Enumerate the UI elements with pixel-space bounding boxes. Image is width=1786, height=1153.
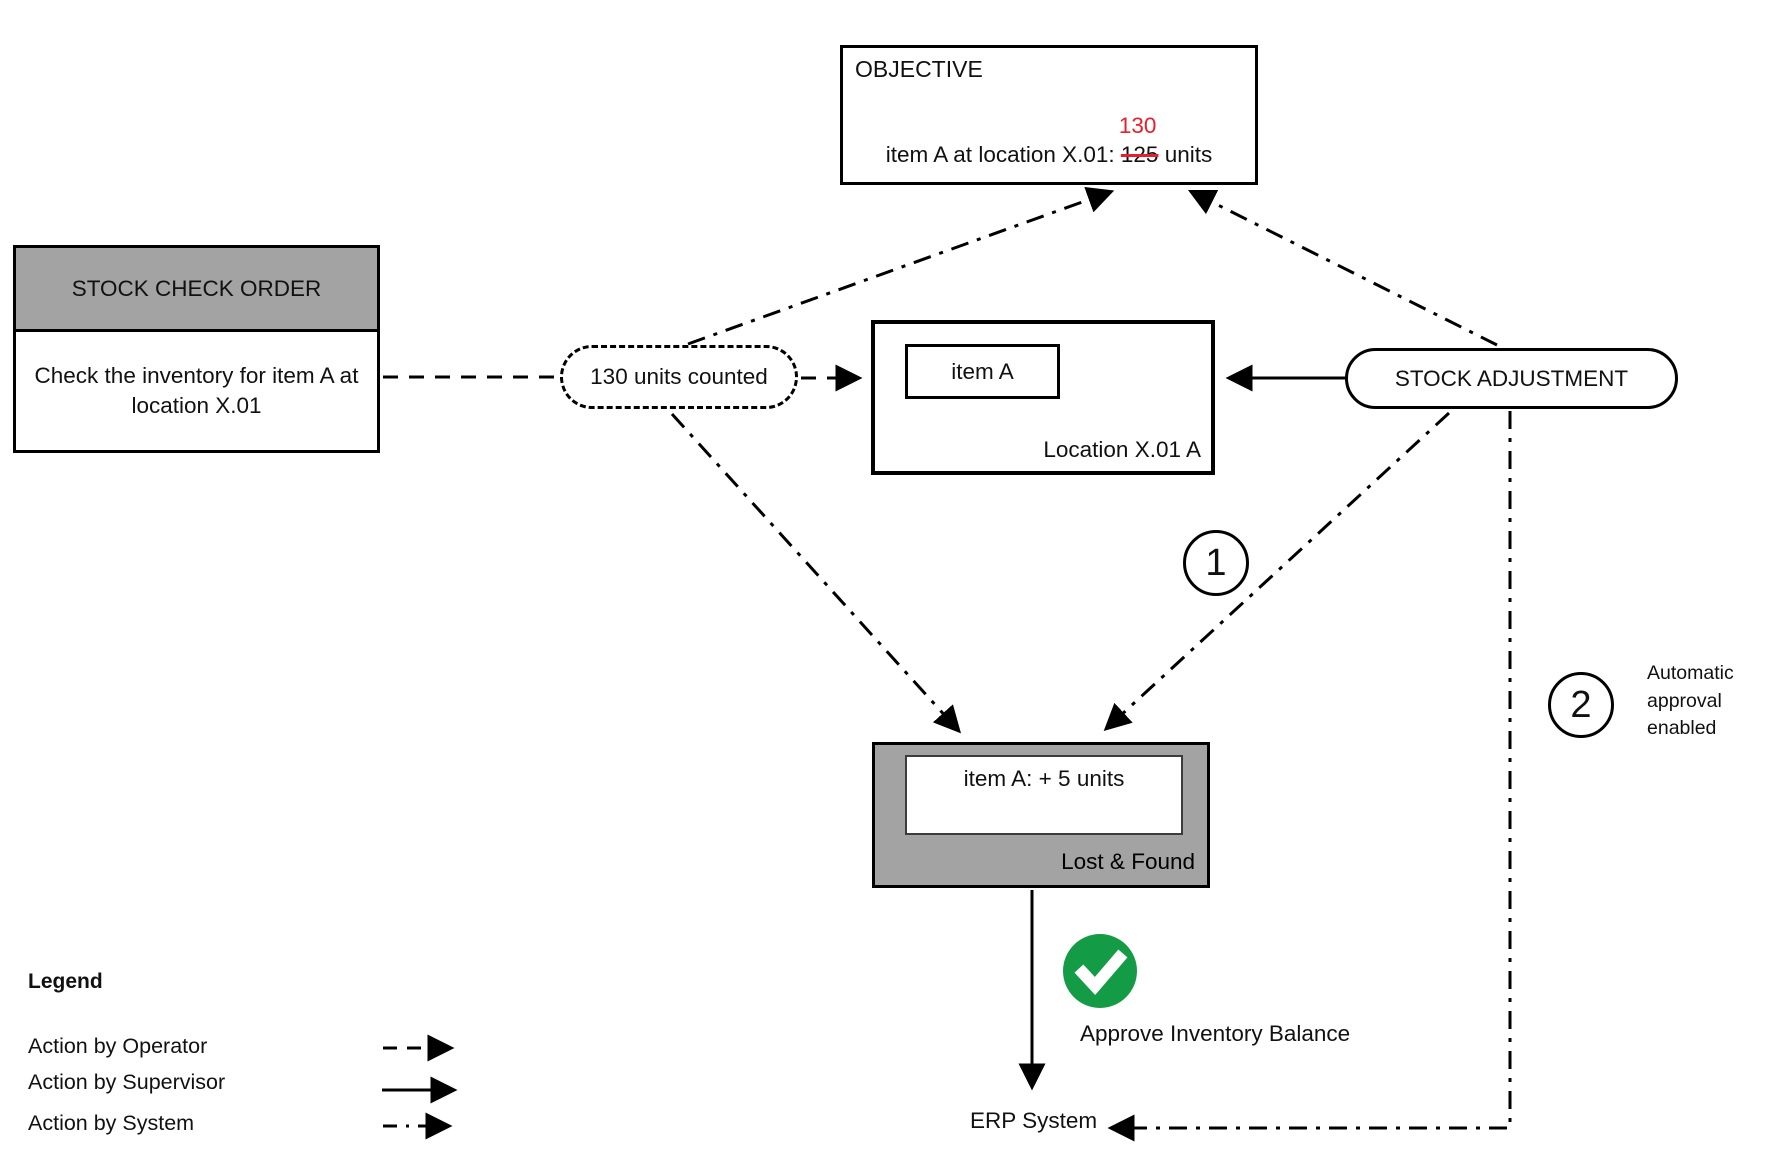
item-a-box: item A [905,344,1060,399]
units-counted-note: 130 units counted [560,345,798,409]
step-2-badge: 2 [1548,672,1614,738]
location-label: Location X.01 A [1043,437,1201,462]
stock-adjustment-capsule: STOCK ADJUSTMENT [1345,348,1678,409]
check-circle-icon [1063,934,1137,1008]
stock-check-order-body: Check the inventory for item A at locati… [34,363,359,418]
stock-check-order-box: STOCK CHECK ORDER Check the inventory fo… [13,245,380,453]
arrow-system-adjustment-to-lostfound [1103,411,1451,732]
arrow-system-adjustment-to-objective [1187,189,1498,347]
arrow-system-count-to-objective [687,186,1115,346]
legend-title: Legend [28,970,103,993]
objective-text-suffix: units [1158,142,1213,167]
lost-and-found-adjustment: item A: + 5 units [905,755,1183,835]
approve-inventory-label: Approve Inventory Balance [1080,1021,1351,1046]
legend-item-supervisor: Action by Supervisor [28,1070,226,1094]
erp-system-label: ERP System [970,1108,1098,1133]
objective-text-prefix: item A at location X.01: [885,142,1121,167]
legend-item-system: Action by System [28,1111,195,1135]
lost-and-found-box: item A: + 5 units Lost & Found [872,742,1210,888]
lost-and-found-label: Lost & Found [1061,849,1195,874]
arrow-system-count-to-lostfound [670,412,962,734]
step-1-badge: 1 [1183,530,1249,596]
objective-title: OBJECTIVE [855,56,983,82]
auto-approval-note: Automatic approval enabled [1647,662,1734,740]
stock-check-order-header: STOCK CHECK ORDER [16,248,377,332]
objective-new-quantity: 130 [1118,113,1157,138]
legend-item-operator: Action by Operator [28,1034,208,1058]
location-box: item A Location X.01 A [871,320,1215,475]
